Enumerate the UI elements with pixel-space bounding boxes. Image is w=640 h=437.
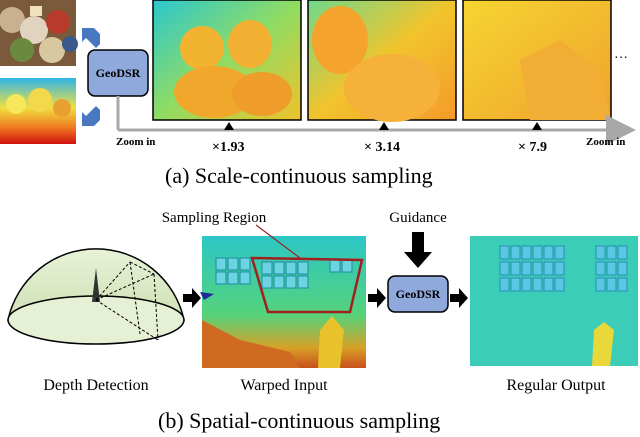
regular-output-image <box>470 236 638 366</box>
sampling-region-label: Sampling Region <box>162 210 267 226</box>
scale-marker-2 <box>379 122 389 130</box>
arrow-to-geodsr-b <box>368 288 386 308</box>
ellipsis: ··· <box>614 51 628 66</box>
depth-panel-2 <box>307 0 457 122</box>
arrow-to-warped <box>183 288 201 308</box>
geodsr-label-a: GeoDSR <box>96 66 141 80</box>
depth-panel-3 <box>462 0 612 121</box>
warped-input-label: Warped Input <box>240 377 328 394</box>
scale-label-2: × 3.14 <box>364 140 400 155</box>
rgb-input-image <box>0 0 78 66</box>
scale-marker-1 <box>224 122 234 130</box>
guidance-label: Guidance <box>389 210 447 226</box>
arrow-to-output <box>450 288 468 308</box>
sampling-region-box <box>250 256 364 314</box>
scale-label-1: ×1.93 <box>212 140 244 155</box>
regular-output-label: Regular Output <box>506 377 606 394</box>
scale-marker-3 <box>532 122 542 130</box>
depth-input-image <box>0 78 76 144</box>
scale-label-3: × 7.9 <box>518 140 547 155</box>
geodsr-module-a: GeoDSR <box>87 49 149 97</box>
geodsr-label-b: GeoDSR <box>396 287 441 301</box>
depth-detection-label: Depth Detection <box>43 377 148 394</box>
warped-input-image <box>200 236 366 368</box>
caption-b: (b) Spatial-continuous sampling <box>158 408 440 433</box>
sampling-region-pointer <box>255 224 301 259</box>
geodsr-module-b: GeoDSR <box>387 275 449 313</box>
zoom-in-left-label: Zoom in <box>116 136 155 148</box>
zoom-in-right-label: Zoom in <box>586 136 625 148</box>
depth-detection-dome <box>7 248 185 345</box>
caption-a: (a) Scale-continuous sampling <box>165 163 433 188</box>
guidance-arrow <box>404 232 432 268</box>
depth-panel-1 <box>152 0 302 121</box>
input-arrows <box>82 28 100 126</box>
